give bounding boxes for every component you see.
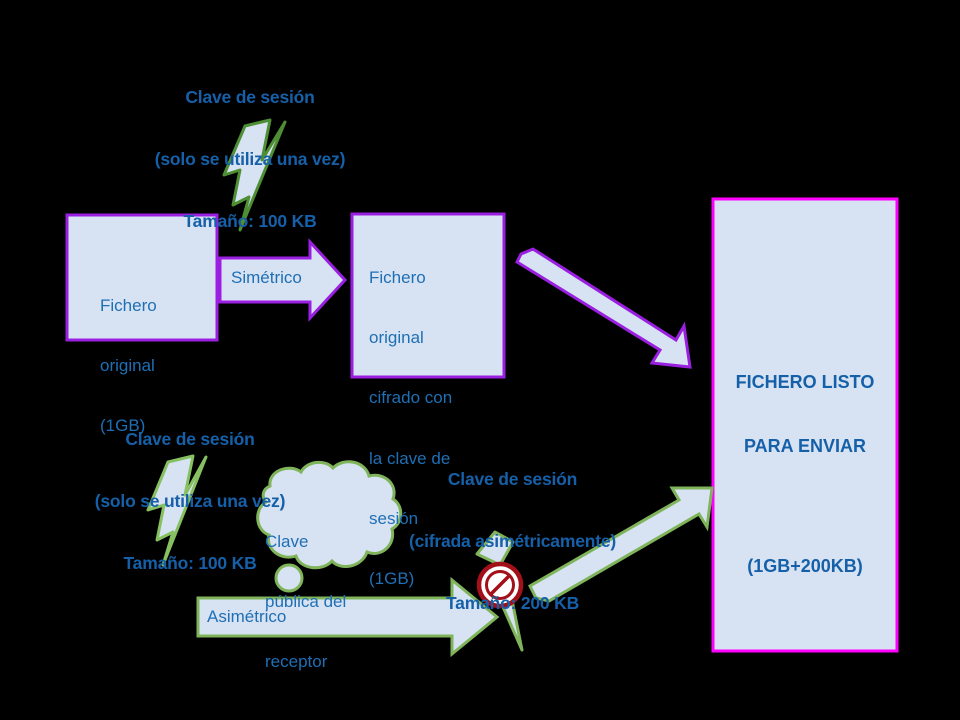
caption-session-key-encrypted: Clave de sesión (cifrada asimétricamente… [390,428,635,655]
caption-line: Clave de sesión [447,469,578,490]
lightning-bolt-icon-bottom [146,454,208,567]
arrow-key-to-ready [528,486,714,603]
box-line: (1GB) [369,568,415,588]
box-encrypted-file [350,212,506,379]
caption-line: Tamaño: 100 KB [123,553,257,574]
arrow-encrypted-to-ready [515,247,692,369]
box-encrypted-file-label: Fichero original cifrado con la clave de… [369,228,504,629]
box-original-file-label: Fichero original (1GB) [100,256,220,477]
arrow-asymmetric-label: Asimétrico [207,607,287,626]
caption-line: Clave de sesión [185,87,315,108]
box-line: cifrado con [369,388,453,408]
box-line: original [369,328,424,348]
cloud-line: pública del [265,592,347,612]
box-line: la clave de [369,448,451,468]
cloud-tail-bubble [274,563,304,593]
box-line: PARA ENVIAR [743,436,866,457]
box-ready-to-send-label: FICHERO LISTO PARA ENVIAR (1GB+200KB) [713,330,897,620]
caption-line: Clave de sesión [125,429,255,450]
box-size-line: (1GB+200KB) [747,556,863,577]
arrow-asymmetric [196,576,500,658]
box-line: original [100,356,155,376]
cloud-public-key-label: Clave pública del receptor [265,492,385,713]
cloud-public-key [256,460,403,593]
box-original-file [65,213,219,342]
caption-line: (solo se utiliza una vez) [94,491,286,512]
caption-line: Tamaño: 200 KB [445,593,580,614]
caption-session-key-bottom: Clave de sesión (solo se utiliza una vez… [80,388,300,615]
lightning-bolt-icon-top [222,118,287,232]
arrow-symmetric [218,238,348,322]
box-line: (1GB) [100,416,146,436]
cloud-line: receptor [265,652,328,672]
box-line: Fichero [369,268,426,288]
spacer [713,500,897,514]
prohibition-icon [476,561,524,609]
caption-line: (solo se utiliza una vez) [154,149,346,170]
box-ready-to-send [711,197,899,653]
box-line: sesión [369,508,419,528]
arrow-symmetric-label: Simétrico [231,268,302,287]
caption-line: Tamaño: 100 KB [183,211,317,232]
cloud-line: Clave [265,532,309,552]
caption-session-key-top: Clave de sesión (solo se utiliza una vez… [140,46,360,273]
box-line: Fichero [100,296,157,316]
caption-line: (cifrada asimétricamente) [408,531,617,552]
box-line: FICHERO LISTO [735,372,875,393]
